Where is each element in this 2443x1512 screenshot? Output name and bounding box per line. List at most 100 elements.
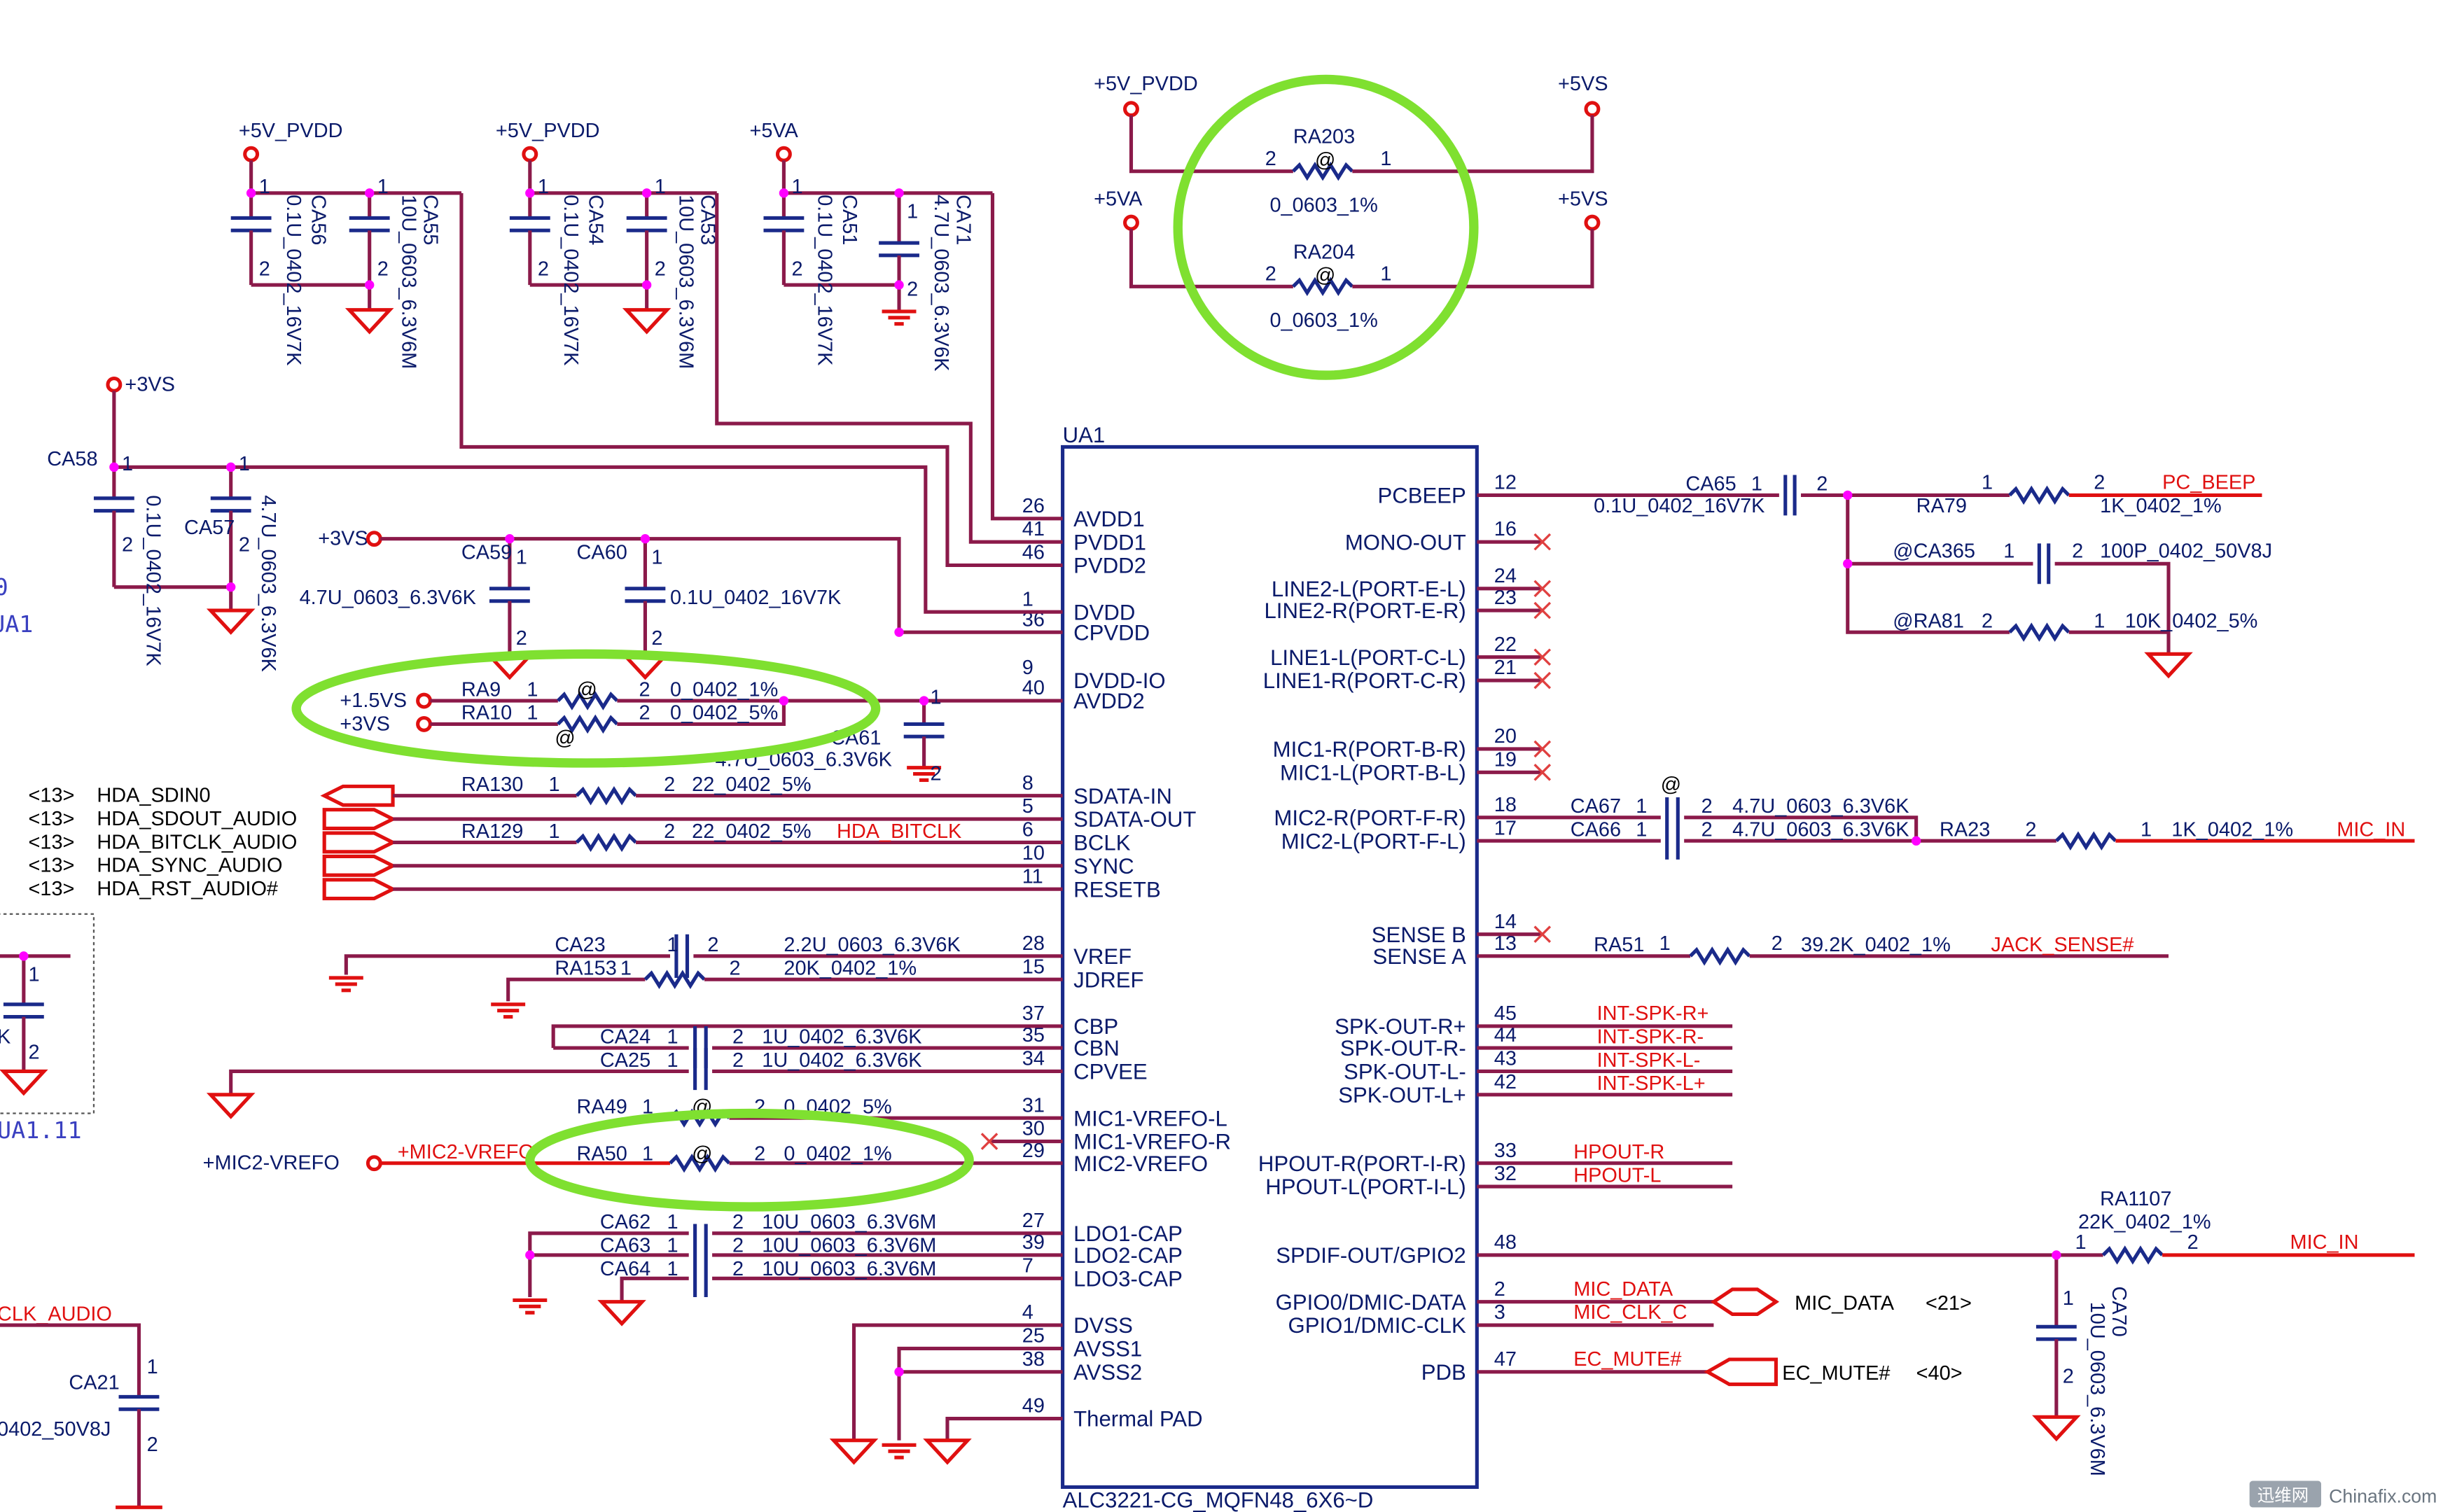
offpage-connector (322, 808, 397, 830)
pin-name: GPIO0/DMIC-DATA (1276, 1290, 1466, 1315)
pin-name: LDO3-CAP (1073, 1266, 1183, 1291)
pin-num: 2 (147, 1434, 158, 1456)
pin-number: 42 (1494, 1071, 1517, 1093)
svg-text:2: 2 (239, 533, 250, 556)
cap-ref: CA66 (1571, 819, 1621, 841)
gpio-nets: MIC_DATA MIC_CLK_C MIC_DATA <21> EC_MUTE… (1477, 1278, 1972, 1387)
offpage-label: EC_MUTE# (1782, 1362, 1890, 1385)
cap-value: 4.7U_0603_6.3V6K (1732, 795, 1909, 818)
pin-number: 37 (1022, 1002, 1045, 1025)
pin-name: PVDD2 (1073, 554, 1146, 578)
pin-number: 26 (1022, 495, 1045, 517)
pin-name: SPK-OUT-L- (1344, 1060, 1466, 1084)
cap-ref: CA56 (307, 195, 329, 245)
svg-text:1: 1 (538, 176, 549, 198)
pin-name: Thermal PAD (1073, 1407, 1203, 1432)
hda-net: <13>HDA_SDOUT_AUDIO (29, 808, 397, 830)
pin-num: 2 (732, 1049, 744, 1072)
charge-pump-caps: CA24 CA25 1 1 2 2 1U_0402_6.3V6K 1U_0402… (211, 1024, 1063, 1116)
hda-ref: <13> (29, 831, 75, 853)
power-label: +5VA (749, 120, 798, 142)
net-label: MIC_CLK_C (1573, 1301, 1687, 1324)
jumper-ref: RA50 (577, 1142, 627, 1165)
pin-number: 11 (1022, 865, 1043, 888)
power-label: +5VA (1094, 188, 1143, 211)
hda-net-name: HDA_BITCLK_AUDIO (97, 831, 297, 853)
net-label: MIC_DATA (1573, 1278, 1673, 1301)
resistor-value: 20K_0402_1% (784, 958, 917, 980)
hda-net: <13>HDA_RST_AUDIO# (29, 878, 397, 901)
pin-num: 1 (667, 934, 678, 956)
pin-name: SDATA-OUT (1073, 807, 1196, 832)
cap-value: 10U_0603_6.3V6M (397, 195, 419, 369)
net-label: CLK_AUDIO (0, 1303, 112, 1325)
svg-text:1: 1 (516, 546, 527, 568)
cap-value: 4.7U_0603_6.3V6K (300, 587, 476, 609)
net-label: MIC_IN (2290, 1231, 2359, 1254)
edge-text: 0 (0, 573, 8, 601)
cap-value: 0.1U_0402_16V7K (559, 195, 582, 365)
svg-text:2: 2 (931, 762, 942, 785)
pin-number: 41 (1022, 518, 1045, 540)
pin-number: 45 (1494, 1002, 1517, 1025)
offpage-connector (322, 878, 397, 901)
cap-value: 10U_0603_6.3V6M (674, 195, 697, 369)
pin-number: 32 (1494, 1163, 1517, 1185)
resistor-value: 22K_0402_1% (2078, 1211, 2211, 1233)
pin-number: 14 (1494, 911, 1517, 933)
edge-text: UA1 (0, 610, 33, 638)
pin-name: MIC2-R(PORT-F-R) (1274, 806, 1466, 830)
pin-num: 1 (667, 1235, 678, 1257)
cap-ref: CA70 (2108, 1286, 2130, 1336)
pin-num: 1 (1636, 795, 1647, 818)
power-label: +1.5VS (340, 690, 407, 712)
pin-number: 22 (1494, 634, 1517, 656)
cap-value: 0.1U_0402_16V7K (1594, 495, 1765, 517)
pin-number: 7 (1022, 1254, 1033, 1277)
svg-text:1: 1 (655, 176, 666, 198)
resistor-ref: RA153 (555, 958, 616, 980)
hda-net-name: HDA_SDIN0 (97, 785, 210, 807)
pin-name: DVDD-IO (1073, 668, 1165, 693)
pin-num: 2 (1701, 819, 1713, 841)
left-pins: 26AVDD141PVDD146PVDD21DVDD36CPVDD9DVDD-I… (1022, 495, 1231, 1432)
resistor-ref: RA51 (1594, 934, 1644, 956)
pin-number: 1 (1022, 588, 1033, 610)
pin-num: 2 (732, 1026, 744, 1048)
pin-name: DVSS (1073, 1313, 1133, 1338)
pin-number: 43 (1494, 1048, 1517, 1070)
pin-num: 1 (2003, 540, 2014, 562)
pin-number: 31 (1022, 1094, 1045, 1116)
pin-name: SDATA-IN (1073, 784, 1172, 808)
ground-pins (834, 1323, 1063, 1462)
net-label: INT-SPK-R+ (1597, 1002, 1709, 1025)
pin-number: 34 (1022, 1048, 1045, 1070)
cap-value: 0.1U_0402_16V7K (670, 587, 841, 609)
cap-value: 10U_0603_6.3V6M (762, 1235, 936, 1257)
svg-text:2: 2 (377, 258, 389, 281)
resistor-value: 22_0402_5% (692, 820, 811, 843)
cap-ref: CA24 (600, 1026, 650, 1048)
hda-ref: <13> (29, 855, 75, 877)
svg-text:2: 2 (259, 258, 270, 281)
power-label: +5V_PVDD (1094, 73, 1198, 95)
pin-num: 2 (639, 678, 650, 701)
